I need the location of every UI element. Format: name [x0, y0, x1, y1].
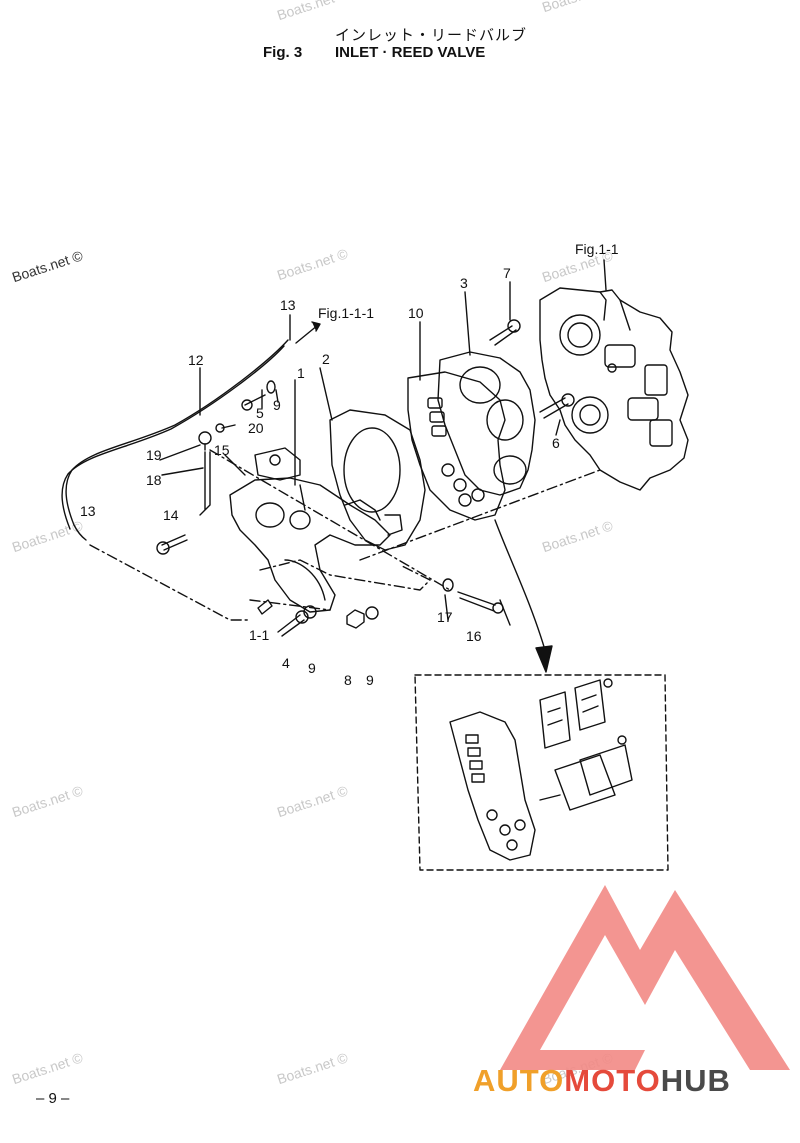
reed-detail-box	[414, 674, 669, 871]
crankcase-part	[539, 287, 689, 491]
nipple-part-1-1	[257, 599, 273, 615]
bolt-part-7	[489, 319, 521, 346]
washer-part-9-top	[266, 380, 276, 394]
callout-7: 7	[503, 265, 511, 281]
callout-1-1: 1-1	[249, 627, 269, 643]
ref-fig-1-1-1: Fig.1-1-1	[318, 305, 374, 321]
callout-9-low: 9	[366, 672, 374, 688]
fitting-part-19	[198, 431, 212, 451]
callout-labels: 13 12 2 10 3 7 5 9 20 1 19 18 15 6 13 14…	[80, 241, 619, 688]
callout-3: 3	[460, 275, 468, 291]
callout-9-mid: 9	[308, 660, 316, 676]
washer-part-9-low	[365, 606, 379, 620]
callout-4: 4	[282, 655, 290, 671]
gasket-part-3	[437, 351, 536, 496]
logo-word-auto: AUTO	[473, 1063, 565, 1098]
callout-12: 12	[188, 352, 204, 368]
ref-fig-1-1: Fig.1-1	[575, 241, 619, 257]
japanese-title: インレット・リードバルブ	[335, 26, 528, 44]
callout-10: 10	[408, 305, 424, 321]
hose-part-12	[65, 339, 289, 541]
automotohub-logo	[500, 885, 790, 1070]
figure-number: Fig. 3	[263, 44, 303, 61]
callout-2: 2	[322, 351, 330, 367]
callout-17: 17	[437, 609, 453, 625]
screw-part-20	[215, 423, 236, 433]
bolt-part-16	[457, 591, 504, 614]
reed-plate-part-10	[407, 371, 506, 521]
reed-detail-drawing	[449, 678, 633, 861]
callout-8: 8	[344, 672, 352, 688]
callout-13-top: 13	[280, 297, 296, 313]
callout-1: 1	[297, 365, 305, 381]
callout-13-left: 13	[80, 503, 96, 519]
callout-18: 18	[146, 472, 162, 488]
bolt-part-14	[156, 534, 188, 555]
callout-15: 15	[214, 442, 230, 458]
callout-20: 20	[248, 420, 264, 436]
logo-word-moto: MOTO	[564, 1063, 661, 1098]
bolt-part-6	[539, 393, 575, 419]
page-number: – 9 –	[36, 1090, 70, 1107]
callout-19: 19	[146, 447, 162, 463]
figure-title: INLET · REED VALVE	[335, 44, 486, 61]
callout-9-top: 9	[273, 397, 281, 413]
callout-6: 6	[552, 435, 560, 451]
callout-5: 5	[256, 405, 264, 421]
nut-part-8	[346, 609, 365, 629]
logo-word-hub: HUB	[660, 1063, 731, 1098]
washer-part-9-mid	[303, 605, 317, 619]
bolt-part-4	[277, 610, 309, 637]
pipe-part-18	[199, 451, 211, 516]
washer-part-17	[442, 578, 454, 592]
manifold-part-1	[229, 447, 403, 613]
callout-16: 16	[466, 628, 482, 644]
callout-14: 14	[163, 507, 179, 523]
logo-wordmark: AUTOMOTOHUB	[473, 1063, 731, 1099]
